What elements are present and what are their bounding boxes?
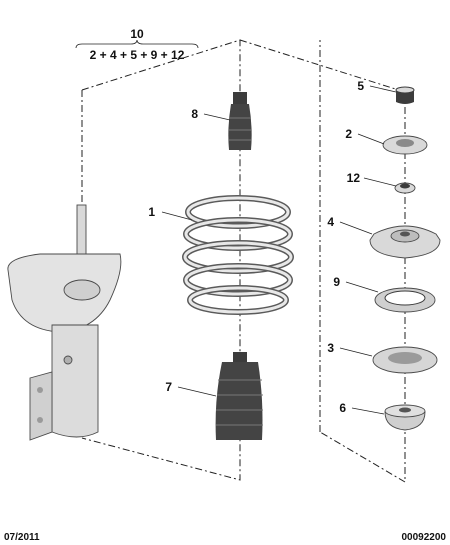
- callout-leaders: [161, 85, 397, 415]
- callout-4: 4: [327, 215, 334, 229]
- leader-1: [161, 211, 193, 221]
- damper-body: [51, 324, 99, 438]
- callout-2: 2: [345, 127, 352, 141]
- bump-stop-body: [228, 104, 252, 150]
- shock-absorber-strut: [7, 204, 122, 441]
- stop-cup-hole: [399, 407, 411, 413]
- part-3-spring-seat: [372, 346, 438, 374]
- bracket-hole-top: [37, 387, 43, 393]
- spring-coil-5-hl: [188, 286, 288, 314]
- sensor-boss: [63, 355, 73, 365]
- leader-5: [369, 85, 397, 93]
- assembly-number: 10: [130, 27, 144, 41]
- callout-5: 5: [357, 79, 364, 93]
- top-mount-hole: [400, 231, 410, 237]
- small-washer-hole: [400, 183, 410, 189]
- part-5-nut: [395, 86, 415, 104]
- assembly-bracket: [75, 39, 199, 49]
- leader-4: [339, 221, 373, 235]
- knuckle-bracket: [29, 371, 53, 441]
- part-12-small-washer: [394, 182, 416, 194]
- bump-stop-cap: [233, 92, 247, 104]
- boot-body: [215, 362, 263, 440]
- right-guide-line: [319, 92, 406, 483]
- leader-9: [345, 281, 379, 293]
- nut-top: [395, 86, 415, 94]
- callout-3: 3: [327, 341, 334, 355]
- callout-6: 6: [339, 401, 346, 415]
- footer-date: 07/2011: [4, 532, 40, 543]
- leader-8: [203, 113, 231, 121]
- leader-3: [339, 347, 373, 357]
- nut-body: [396, 90, 414, 104]
- leader-2: [357, 133, 385, 145]
- spring-coil-1-hl: [186, 196, 290, 228]
- spring-coil-4-hl: [184, 264, 292, 296]
- upper-guide-line: [239, 39, 406, 93]
- spring-seat-hole: [388, 352, 422, 364]
- callout-7: 7: [165, 380, 172, 394]
- footer-reference: 00092200: [402, 532, 447, 543]
- washer-hole: [396, 139, 414, 147]
- assembly-guide-lines: [81, 39, 406, 483]
- rod-boss: [63, 279, 101, 301]
- callout-9: 9: [333, 275, 340, 289]
- part-8-bump-stop: [228, 92, 252, 150]
- spring-coil-3-hl: [183, 241, 293, 273]
- boot-top-cap: [233, 352, 247, 362]
- assembly-components: 2 + 4 + 5 + 9 + 12: [90, 48, 185, 62]
- part-2-cup-washer: [382, 135, 428, 155]
- leader-6: [351, 407, 385, 415]
- part-4-top-mount: [369, 225, 441, 259]
- assembly-header: 10 2 + 4 + 5 + 9 + 12: [75, 27, 199, 62]
- part-1-coil-spring: [182, 195, 294, 315]
- bearing-inner: [384, 290, 426, 306]
- callout-labels: 1 2 3 4 5 6 7 8 9 12: [148, 79, 364, 415]
- callout-12: 12: [347, 171, 361, 185]
- strut-guide-line: [81, 39, 241, 481]
- part-9-bearing: [374, 287, 436, 313]
- bracket-hole-bottom: [37, 417, 43, 423]
- callout-8: 8: [191, 107, 198, 121]
- leader-7: [177, 386, 217, 397]
- footer: 07/2011 00092200: [4, 532, 446, 543]
- part-6-stop-cup: [384, 404, 426, 431]
- spring-coil-2-hl: [184, 218, 292, 250]
- part-7-dust-boot: [215, 352, 263, 440]
- leader-12: [363, 177, 397, 187]
- callout-1: 1: [148, 205, 155, 219]
